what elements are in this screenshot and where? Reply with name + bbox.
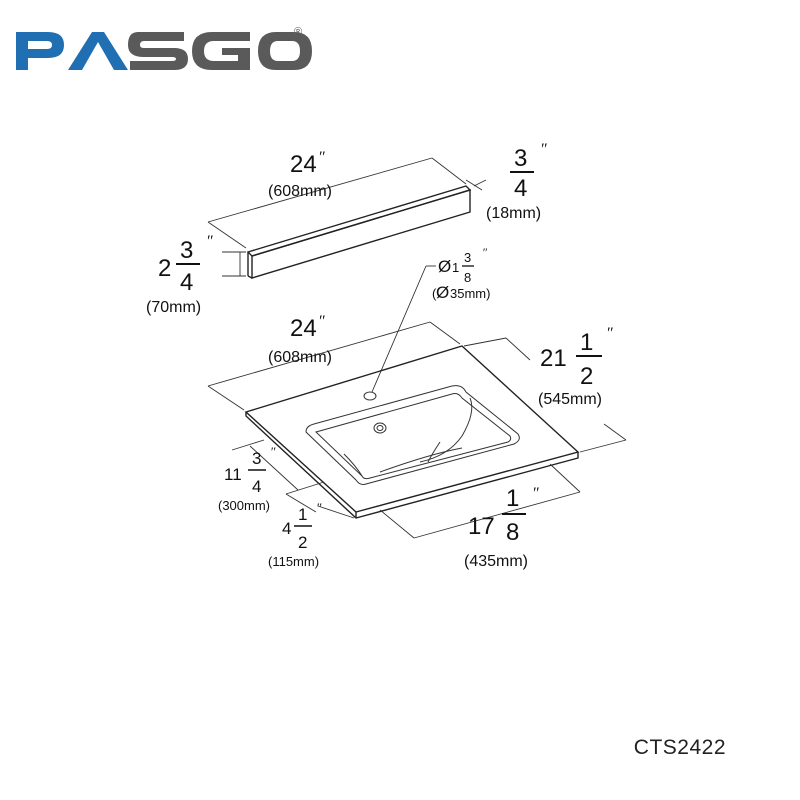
backsplash-thickness-den: 4 <box>514 175 527 202</box>
pasgo-logo <box>16 32 312 70</box>
countertop-depth-whole: 21 <box>540 345 567 372</box>
side-depth-dimension <box>231 439 325 495</box>
front-offset-unit: ″ <box>316 500 322 515</box>
backsplash-height-label: 2 3 4 ″ (70mm) <box>146 233 213 316</box>
countertop <box>244 345 580 519</box>
backsplash-height-den: 4 <box>180 269 193 296</box>
front-offset-num: 1 <box>298 505 307 524</box>
basin-width-metric: (435mm) <box>464 553 528 570</box>
faucet-hole-whole: 1 <box>452 260 459 275</box>
front-offset-metric: (115mm) <box>268 554 319 569</box>
backsplash-thickness-label: 3 4 ″ (18mm) <box>486 141 547 222</box>
backsplash-height-unit: ″ <box>206 233 213 250</box>
side-depth-num: 3 <box>252 449 261 468</box>
countertop-width-dimension <box>207 321 461 411</box>
countertop-width-metric: (608mm) <box>268 349 332 366</box>
basin-width-num: 1 <box>506 485 519 512</box>
registered-mark: ® <box>294 26 303 38</box>
backsplash <box>246 185 472 279</box>
model-code: CTS2422 <box>633 736 726 759</box>
faucet-hole-num: 3 <box>464 250 471 265</box>
side-depth-den: 4 <box>252 477 261 496</box>
backsplash-width-metric: (608mm) <box>268 183 332 200</box>
countertop-width-unit: ″ <box>318 313 325 330</box>
backsplash-thickness-num: 3 <box>514 145 527 172</box>
countertop-depth-metric: (545mm) <box>538 391 602 408</box>
basin-width-whole: 17 <box>468 513 495 540</box>
side-depth-metric: (300mm) <box>218 498 270 513</box>
backsplash-width-value: 24 <box>290 151 317 178</box>
faucet-hole-label: Ø 1 3 8 ″ ( Ø 35mm) <box>432 245 490 302</box>
faucet-hole-unit: ″ <box>482 245 488 259</box>
countertop-depth-dimension <box>463 337 627 453</box>
backsplash-width-unit: ″ <box>318 149 325 166</box>
backsplash-width-dimension <box>207 157 467 249</box>
countertop-width-label: 24 ″ (608mm) <box>268 313 332 366</box>
backsplash-height-num: 3 <box>180 237 193 264</box>
faucet-hole-leader <box>371 265 436 393</box>
faucet-hole-metric: 35mm) <box>450 286 490 301</box>
front-offset-whole: 4 <box>282 519 291 538</box>
backsplash-height-dimension <box>222 251 246 277</box>
countertop-depth-label: 21 1 2 ″ (545mm) <box>538 325 613 408</box>
backsplash-thickness-metric: (18mm) <box>486 205 541 222</box>
logo-letterforms <box>16 32 312 70</box>
front-offset-label: 4 1 2 ″ (115mm) <box>268 500 322 569</box>
countertop-depth-unit: ″ <box>606 325 613 342</box>
faucet-hole-symbol: Ø <box>438 257 451 276</box>
faucet-hole-metric-symbol: Ø <box>436 283 449 302</box>
side-depth-unit: ″ <box>270 444 276 459</box>
basin <box>305 385 520 485</box>
faucet-hole-den: 8 <box>464 270 471 285</box>
basin-width-unit: ″ <box>532 485 539 502</box>
front-offset-dimension <box>285 493 355 519</box>
countertop-depth-den: 2 <box>580 363 593 390</box>
backsplash-height-whole: 2 <box>158 255 171 282</box>
basin-width-dimension <box>379 463 581 539</box>
countertop-depth-num: 1 <box>580 329 593 356</box>
basin-width-label: 17 1 8 ″ (435mm) <box>464 485 539 570</box>
backsplash-width-label: 24 ″ (608mm) <box>268 149 332 200</box>
front-offset-den: 2 <box>298 533 307 552</box>
side-depth-label: 11 3 4 ″ (300mm) <box>218 444 276 513</box>
faucet-hole-metric-prefix: ( <box>432 286 437 301</box>
backsplash-thickness-unit: ″ <box>540 141 547 158</box>
side-depth-whole: 11 <box>224 465 242 484</box>
countertop-width-value: 24 <box>290 315 317 342</box>
faucet-hole <box>363 391 377 401</box>
backsplash-height-metric: (70mm) <box>146 299 201 316</box>
basin-width-den: 8 <box>506 519 519 546</box>
backsplash-thickness-dimension <box>465 179 487 191</box>
